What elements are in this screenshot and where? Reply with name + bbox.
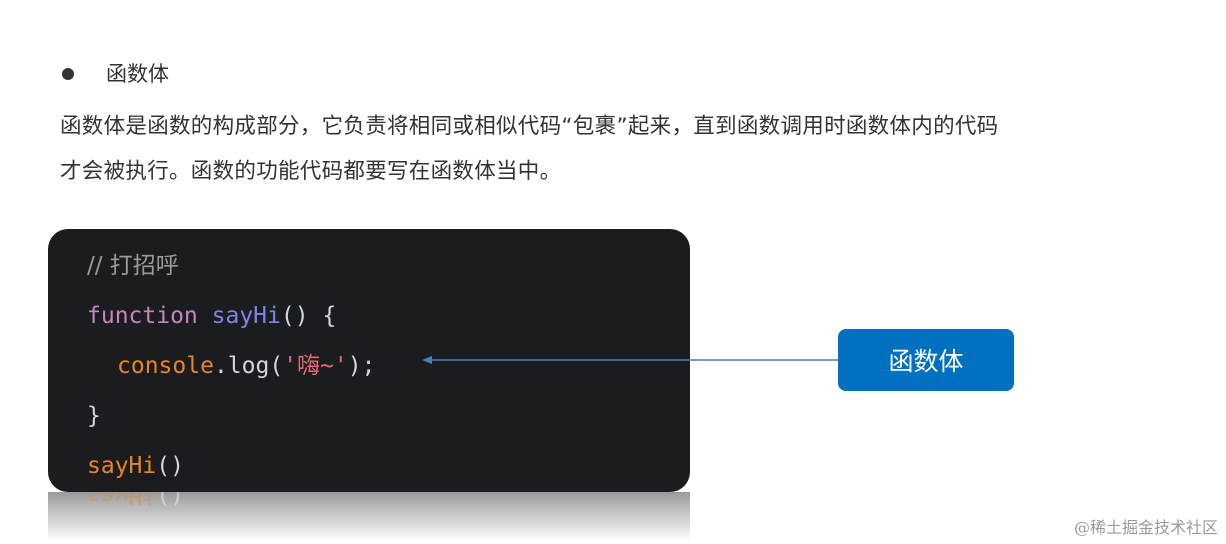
console-object: console: [117, 353, 214, 379]
code-line-function: function sayHi() {: [87, 301, 336, 331]
paragraph-line-2: 才会被执行。函数的功能代码都要写在函数体当中。: [60, 159, 562, 184]
reflected-call: sayHi(): [87, 492, 184, 510]
parens: (): [280, 303, 309, 329]
statement-end: );: [347, 353, 376, 379]
function-name: sayHi: [211, 303, 281, 329]
keyword: function: [87, 303, 198, 329]
code-comment: // 打招呼: [87, 253, 179, 279]
paragraph-line-1: 函数体是函数的构成部分，它负责将相同或相似代码“包裹”起来，直到函数调用时函数体…: [60, 114, 999, 139]
log-call: .log(: [213, 353, 284, 379]
brace-open: {: [308, 303, 337, 329]
call-name: sayHi: [87, 453, 157, 479]
code-reflection: sayHi(): [48, 492, 690, 544]
watermark: @稀土掘金技术社区: [1073, 518, 1218, 537]
reflected-call-parens: (): [156, 492, 184, 508]
string-literal: '嗨~': [283, 353, 348, 379]
arrow-icon: [422, 356, 838, 364]
code-line-call: sayHi(): [87, 451, 184, 481]
section-heading: 函数体: [106, 62, 169, 86]
function-body-label: 函数体: [838, 329, 1014, 391]
bullet-icon: [62, 68, 74, 80]
code-line-console: console.log('嗨~');: [117, 351, 375, 381]
call-parens: (): [156, 453, 184, 479]
reflected-call-name: sayHi: [87, 492, 157, 508]
brace-close: }: [87, 403, 101, 429]
